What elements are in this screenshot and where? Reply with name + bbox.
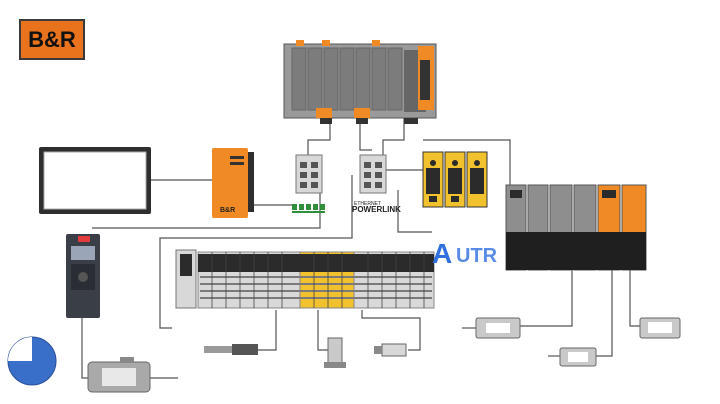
playback-progress-indicator [7, 336, 57, 386]
fieldbus-logo [292, 204, 325, 213]
safety-modules [422, 151, 488, 208]
io-rack [175, 249, 435, 309]
watermark-letter: A [432, 238, 452, 269]
network-cables [81, 118, 640, 379]
brand-logo: B&R [19, 19, 85, 60]
hmi-panel [39, 147, 151, 214]
watermark-logo: A UTR [432, 238, 498, 269]
servo-motor-2 [559, 347, 597, 367]
panel-brand-label: B&R [220, 207, 235, 214]
inverter-motor [87, 357, 151, 393]
valve-actuator [324, 337, 346, 368]
industrial-pc [212, 148, 254, 218]
network-hub-1 [295, 154, 323, 194]
powerlink-small-text: ETHERNET [354, 201, 381, 207]
proximity-sensor [204, 344, 258, 355]
servo-motor-3 [639, 317, 681, 339]
powerlink-label: POWERLINK [352, 205, 401, 214]
plc-controller [283, 40, 437, 124]
pressure-sensor [374, 343, 407, 357]
watermark-text: UTR [456, 245, 498, 267]
frequency-inverter [66, 234, 100, 318]
network-hub-2 [359, 154, 387, 194]
servo-motor-1 [475, 317, 521, 339]
servo-drive-rack [505, 184, 647, 271]
